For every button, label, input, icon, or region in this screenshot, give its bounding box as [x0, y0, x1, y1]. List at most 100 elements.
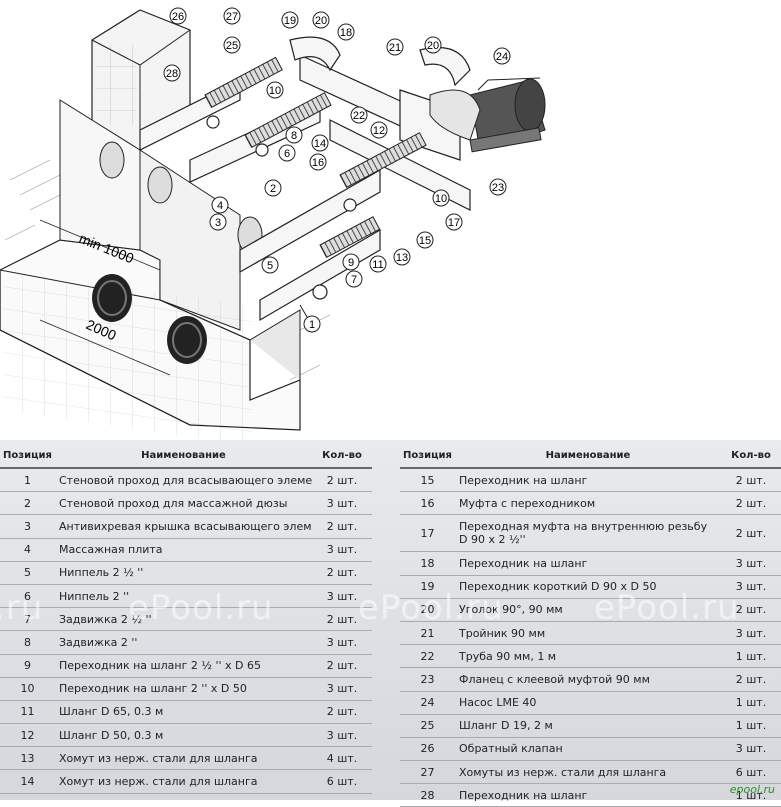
- cell-qty: 1 шт.: [721, 714, 781, 738]
- cell-qty: 2 шт.: [312, 468, 372, 493]
- table-header: Позиция Наименование Кол-во: [400, 443, 781, 469]
- cell-name: Ниппель 2 ½ '': [55, 561, 312, 585]
- cell-position: 27: [400, 760, 455, 785]
- cell-position: 18: [400, 551, 455, 576]
- cell-name: Насос LME 40: [455, 691, 721, 715]
- site-logo: epool.ru: [729, 783, 775, 796]
- cell-position: 2: [0, 491, 55, 516]
- cell-name: Муфта с переходником: [455, 491, 721, 516]
- cell-position: 21: [400, 621, 455, 646]
- callout-27: 27: [223, 7, 241, 25]
- callout-14: 14: [311, 134, 329, 152]
- callout-10b: 10: [432, 189, 450, 207]
- cell-position: 4: [0, 538, 55, 562]
- cell-name: Задвижка 2 ½ '': [55, 607, 312, 632]
- callout-6: 6: [278, 144, 296, 162]
- callout-15: 15: [416, 231, 434, 249]
- cell-qty: 3 шт.: [312, 584, 372, 609]
- cell-name: Труба 90 мм, 1 м: [455, 644, 721, 669]
- cell-name: Стеновой проход для массажной дюзы: [55, 491, 312, 516]
- callout-11: 11: [369, 255, 387, 273]
- cell-qty: 2 шт.: [721, 667, 781, 692]
- cell-position: 12: [0, 723, 55, 748]
- svg-text:9: 9: [348, 257, 354, 269]
- cell-position: 19: [400, 575, 455, 599]
- svg-text:11: 11: [372, 259, 383, 271]
- svg-text:13: 13: [396, 252, 408, 264]
- cell-qty: 2 шт.: [312, 700, 372, 725]
- callout-24: 24: [493, 47, 511, 65]
- callout-22: 22: [350, 106, 368, 124]
- cell-position: 10: [0, 677, 55, 701]
- svg-text:7: 7: [351, 274, 357, 286]
- cell-position: 8: [0, 630, 55, 655]
- header-qty: Кол-во: [721, 443, 781, 469]
- cell-name: Антивихревая крышка всасывающего элемент…: [55, 514, 312, 539]
- cell-position: 9: [0, 654, 55, 678]
- svg-text:10: 10: [435, 193, 447, 205]
- callout-3: 3: [209, 213, 227, 231]
- cell-name: Переходник на шланг: [455, 551, 721, 576]
- cell-qty: 2 шт.: [312, 514, 372, 539]
- cell-qty: 2 шт.: [312, 607, 372, 632]
- svg-text:18: 18: [340, 27, 352, 39]
- svg-text:20: 20: [315, 15, 327, 27]
- pool-wall: [0, 99, 301, 440]
- cell-qty: 2 шт.: [312, 561, 372, 585]
- cell-name: Шланг D 65, 0.3 м: [55, 700, 312, 725]
- cell-name: Переходник на шланг: [455, 468, 721, 493]
- cell-name: Хомут из нерж. стали для шланга: [55, 769, 312, 794]
- callout-4: 4: [211, 196, 229, 214]
- callout-21: 21: [386, 38, 404, 56]
- cell-qty: 3 шт.: [312, 491, 372, 516]
- cell-qty: 3 шт.: [721, 737, 781, 762]
- callout-16: 16: [309, 153, 327, 171]
- cell-position: 23: [400, 667, 455, 692]
- cell-position: 20: [400, 598, 455, 622]
- cell-name: Ниппель 2 '': [55, 584, 312, 609]
- cell-position: 14: [0, 769, 55, 794]
- svg-text:4: 4: [217, 200, 223, 212]
- cell-name: Переходник на шланг 2 ½ '' x D 65: [55, 654, 312, 678]
- cell-name: Хомут из нерж. стали для шланга: [55, 746, 312, 771]
- cell-qty: 1 шт.: [721, 691, 781, 715]
- cell-position: 25: [400, 714, 455, 738]
- callouts: 1 2 3 4 5 6 7 8 9 10 10 11 12 13 14 15 1…: [163, 7, 511, 333]
- cell-name: Тройник 90 мм: [455, 621, 721, 646]
- cell-name: Хомуты из нерж. стали для шланга: [455, 760, 721, 785]
- cell-qty: 3 шт.: [721, 551, 781, 576]
- callout-19: 19: [281, 11, 299, 29]
- callout-10: 10: [266, 81, 284, 99]
- svg-text:17: 17: [448, 217, 460, 229]
- cell-qty: 2 шт.: [721, 598, 781, 622]
- callout-12: 12: [370, 121, 388, 139]
- suction-grates: [92, 274, 207, 364]
- svg-text:15: 15: [419, 235, 431, 247]
- svg-text:21: 21: [389, 42, 401, 54]
- cell-qty: 3 шт.: [721, 621, 781, 646]
- svg-text:19: 19: [284, 15, 296, 27]
- cell-qty: 3 шт.: [312, 677, 372, 701]
- svg-text:27: 27: [226, 11, 238, 23]
- callout-9: 9: [342, 253, 360, 271]
- svg-text:5: 5: [267, 260, 273, 272]
- cell-name: Переходник на шланг 2 '' x D 50: [55, 677, 312, 701]
- cell-qty: 3 шт.: [312, 538, 372, 562]
- cell-position: 24: [400, 691, 455, 715]
- header-position: Позиция: [400, 443, 455, 469]
- cell-name: Обратный клапан: [455, 737, 721, 762]
- header-qty: Кол-во: [312, 443, 372, 469]
